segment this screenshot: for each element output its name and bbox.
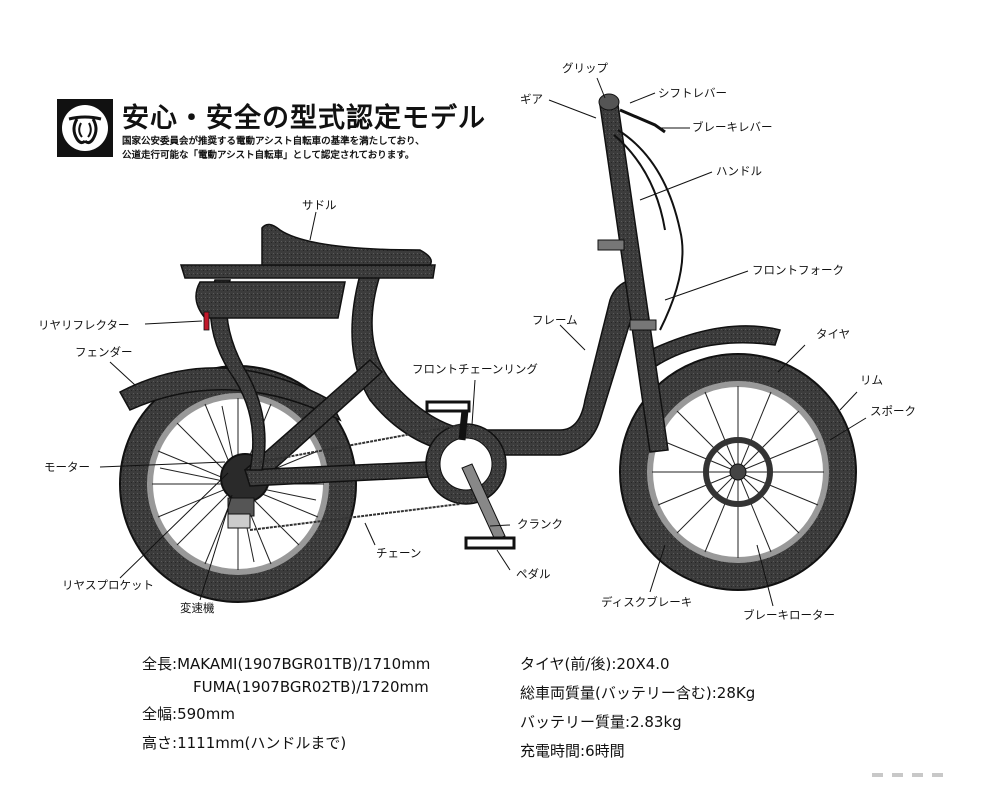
separator: : bbox=[611, 655, 617, 673]
separator: : bbox=[580, 742, 586, 760]
separator: : bbox=[172, 655, 178, 673]
decorative-dash bbox=[932, 773, 943, 777]
spec-length-label: 全長 bbox=[142, 655, 173, 673]
label-rear-reflector: リヤリフレクター bbox=[38, 318, 130, 332]
decorative-dash bbox=[912, 773, 923, 777]
label-gear: ギア bbox=[520, 92, 543, 106]
spec-charge: 充電時間:6時間 bbox=[520, 741, 625, 761]
label-front-chainring: フロントチェーンリング bbox=[412, 362, 538, 376]
spec-weight-value: 28Kg bbox=[716, 684, 756, 702]
frame bbox=[209, 104, 669, 487]
front-fender bbox=[638, 325, 781, 372]
subtitle-line-1: 国家公安委員会が推奨する電動アシスト自転車の基準を満たしており、 bbox=[122, 136, 425, 147]
separator: : bbox=[625, 713, 631, 731]
rear-reflector bbox=[203, 311, 210, 331]
decorative-dash bbox=[872, 773, 883, 777]
spec-height-value: 1111mm(ハンドルまで) bbox=[177, 734, 347, 752]
decorative-dash bbox=[892, 773, 903, 777]
spec-battery-label: バッテリー質量 bbox=[520, 713, 626, 731]
separator: : bbox=[172, 734, 178, 752]
label-motor: モーター bbox=[44, 460, 90, 474]
saddle bbox=[261, 223, 432, 266]
rear-rack bbox=[179, 264, 436, 279]
spec-width: 全幅:590mm bbox=[142, 704, 235, 724]
spec-tire-label: タイヤ(前/後) bbox=[520, 655, 612, 673]
label-grip: グリップ bbox=[562, 61, 608, 75]
battery bbox=[195, 281, 346, 319]
label-saddle: サドル bbox=[302, 198, 337, 212]
spec-weight: 総車両質量(バッテリー含む):28Kg bbox=[520, 683, 755, 703]
spec-length-value-1: MAKAMI(1907BGR01TB)/1710mm bbox=[177, 655, 431, 673]
label-tire: タイヤ bbox=[816, 327, 851, 341]
spec-charge-label: 充電時間 bbox=[520, 742, 581, 760]
label-disc-brake: ディスクブレーキ bbox=[601, 595, 693, 609]
spec-battery: バッテリー質量:2.83kg bbox=[520, 712, 682, 732]
label-spoke: スポーク bbox=[870, 404, 916, 418]
spec-length: 全長:MAKAMI(1907BGR01TB)/1710mm bbox=[142, 654, 430, 674]
label-shift-lever: シフトレバー bbox=[658, 86, 727, 100]
label-derailleur: 変速機 bbox=[180, 601, 215, 615]
subtitle-line-2: 公道走行可能な「電動アシスト自転車」として認定されております。 bbox=[122, 150, 415, 161]
label-crank: クランク bbox=[517, 517, 563, 531]
pedal bbox=[464, 536, 516, 550]
separator: : bbox=[172, 705, 178, 723]
page-title: 安心・安全の型式認定モデル bbox=[122, 103, 486, 134]
front-wheel bbox=[619, 353, 857, 591]
ts-mark-icon bbox=[62, 105, 108, 151]
label-brake-lever: ブレーキレバー bbox=[692, 120, 773, 134]
spec-charge-value: 6時間 bbox=[585, 742, 625, 760]
spec-tire-value: 20X4.0 bbox=[616, 655, 670, 673]
separator: : bbox=[711, 684, 717, 702]
spec-weight-label: 総車両質量(バッテリー含む) bbox=[520, 684, 712, 702]
label-rear-sprocket: リヤスプロケット bbox=[62, 578, 154, 592]
spec-height-label: 高さ bbox=[142, 734, 173, 752]
label-handle: ハンドル bbox=[716, 164, 762, 178]
brake-lever bbox=[619, 108, 666, 134]
spec-width-value: 590mm bbox=[177, 705, 235, 723]
crank bbox=[461, 463, 506, 541]
grip bbox=[598, 93, 620, 111]
label-rim: リム bbox=[860, 373, 883, 387]
spec-height: 高さ:1111mm(ハンドルまで) bbox=[142, 733, 346, 753]
spec-battery-value: 2.83kg bbox=[630, 713, 682, 731]
label-brake-rotor: ブレーキローター bbox=[743, 608, 835, 622]
ts-mark-logo bbox=[57, 99, 113, 157]
spec-width-label: 全幅 bbox=[142, 705, 173, 723]
spec-tire: タイヤ(前/後):20X4.0 bbox=[520, 654, 670, 674]
label-fender: フェンダー bbox=[75, 345, 133, 359]
label-chain: チェーン bbox=[376, 546, 422, 560]
spec-length-value-2: FUMA(1907BGR02TB)/1720mm bbox=[193, 678, 429, 696]
rear-fender bbox=[118, 367, 342, 422]
label-front-fork: フロントフォーク bbox=[752, 263, 844, 277]
label-pedal: ペダル bbox=[516, 567, 551, 581]
label-frame: フレーム bbox=[532, 313, 578, 327]
leader-lines bbox=[99, 77, 867, 607]
